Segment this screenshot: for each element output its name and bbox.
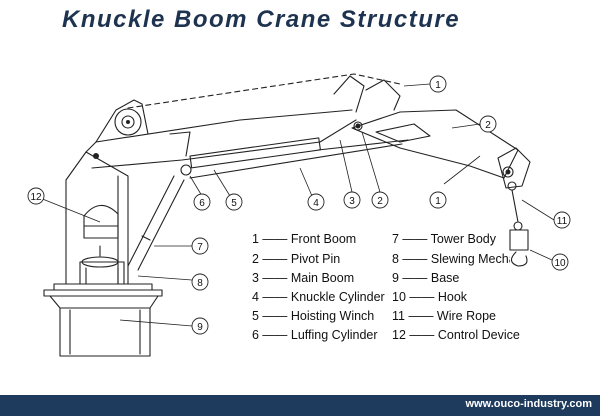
base-drawing: [43, 283, 163, 357]
callout-number: 4: [313, 198, 319, 209]
legend-item-front-boom: 1 —— Front Boom: [252, 232, 357, 246]
callout-circle-4: [307, 193, 325, 211]
crane-diagram: 1 2 3 2 4 1 6 5 12 7 8 9 10 11: [27, 73, 571, 357]
callout-circle-9: [191, 317, 209, 335]
callout-number: 10: [554, 258, 566, 269]
legend-item-tower-body: 7 —— Tower Body: [392, 232, 496, 246]
tower-body-drawing: [65, 151, 129, 285]
main-boom-drawing: [85, 99, 409, 179]
legend-item-wire-rope: 11 —— Wire Rope: [392, 309, 496, 323]
hook-drawing: [509, 189, 529, 267]
callout-number: 5: [231, 198, 237, 209]
callout-circle-10: [551, 253, 569, 271]
legend-item-hook: 10 —— Hook: [392, 290, 468, 304]
legend-item-slewing-mechanism: 8 —— Slewing Mecha: [392, 252, 510, 266]
callout-circle-6: [193, 193, 211, 211]
callout-circle-7: [191, 237, 209, 255]
legend-item-main-boom: 3 —— Main Boom: [252, 271, 355, 285]
callout-number: 11: [557, 216, 568, 227]
callout-number: 6: [199, 198, 205, 209]
legend-item-base: 9 —— Base: [392, 271, 460, 285]
callout-circle-11: [553, 211, 571, 229]
callout-circle-1b: [429, 191, 447, 209]
callout-number: 1: [435, 196, 441, 207]
callout-circle-5: [225, 193, 243, 211]
website-link[interactable]: www.ouco-industry.com: [465, 398, 592, 410]
callout-circle-2a: [479, 115, 497, 133]
callout-circle-12: [27, 187, 45, 205]
legend-item-luffing-cylinder: 6 —— Luffing Cylinder: [252, 328, 378, 342]
callout-number: 2: [485, 120, 491, 131]
callout-number: 7: [197, 242, 203, 253]
legend-item-pivot-pin: 2 —— Pivot Pin: [252, 252, 341, 266]
callout-circle-8: [191, 273, 209, 291]
callout-number: 9: [197, 322, 203, 333]
legend-item-knuckle-cylinder: 4 —— Knuckle Cylinder: [252, 290, 385, 304]
callout-number: 1: [435, 80, 441, 91]
page-title: Knuckle Boom Crane Structure: [62, 6, 461, 33]
callout-circle-1a: [429, 75, 447, 93]
callout-number: 12: [30, 192, 42, 203]
legend-item-hoisting-winch: 5 —— Hoisting Winch: [252, 309, 375, 323]
legend-item-control-device: 12 —— Control Device: [392, 328, 520, 342]
slewing-mechanism-drawing: [79, 245, 125, 285]
callout-number: 2: [377, 196, 383, 207]
luffing-cylinder-drawing: [127, 175, 185, 271]
footer-bar: www.ouco-industry.com: [0, 395, 600, 416]
callout-number: 8: [197, 278, 203, 289]
callout-number: 3: [349, 196, 355, 207]
callout-circle-2b: [371, 191, 389, 209]
front-boom-drawing: [333, 75, 531, 191]
callout-circle-3: [343, 191, 361, 209]
